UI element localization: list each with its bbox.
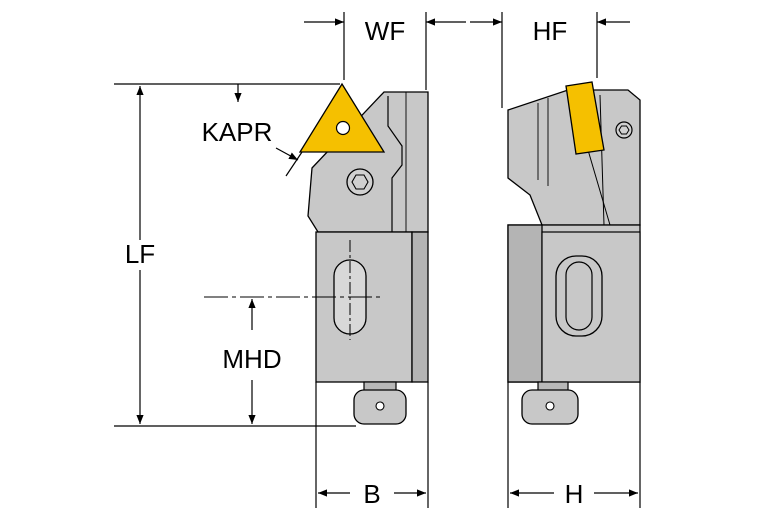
- label-lf: LF: [125, 239, 155, 269]
- front-view: [507, 81, 641, 425]
- label-wf: WF: [365, 16, 405, 46]
- label-kapr: KAPR: [202, 117, 273, 147]
- label-mhd: MHD: [222, 344, 281, 374]
- dimension-lines: [114, 12, 641, 508]
- side-view-clamp: [387, 96, 403, 232]
- label-hf: HF: [533, 16, 568, 46]
- label-b: B: [363, 479, 380, 509]
- side-view: [204, 82, 429, 425]
- dimension-labels: WF HF KAPR LF MHD B H: [125, 16, 584, 509]
- front-view-insert: [565, 81, 605, 155]
- side-view-insert: [298, 82, 386, 153]
- label-h: H: [565, 479, 584, 509]
- front-view-screw: [615, 121, 633, 139]
- side-view-screw: [346, 168, 374, 196]
